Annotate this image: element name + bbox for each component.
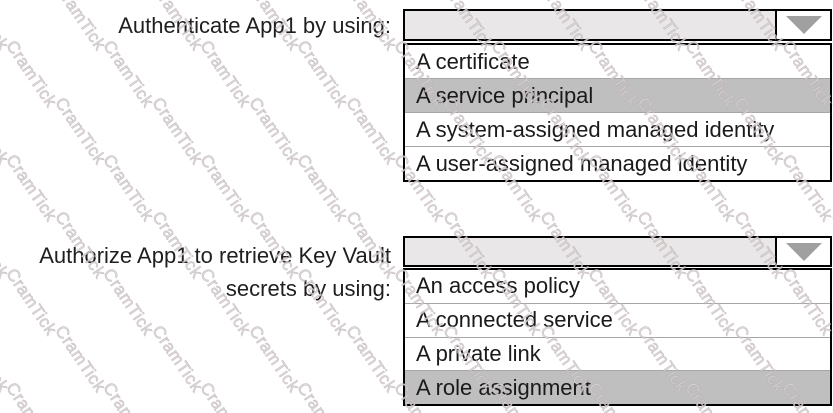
watermark-text: CramTick — [0, 322, 13, 396]
watermark-text: CramTick — [292, 379, 352, 413]
dropdown-option[interactable]: A connected service — [405, 302, 830, 337]
question-1-label-line-1: Authenticate App1 by using: — [118, 13, 391, 38]
dropdown-2-value — [405, 238, 775, 265]
question-2-label: Authorize App1 to retrieve Key Vault sec… — [0, 239, 391, 305]
watermark-text: CramTick — [245, 94, 304, 168]
watermark-text: CramTick — [2, 37, 61, 111]
dropdown-1-value — [405, 11, 775, 39]
dropdown-1-option-list: A certificate A service principal A syst… — [403, 43, 832, 182]
dropdown-option[interactable]: A role assignment — [405, 370, 830, 404]
watermark-text: CramTick — [2, 151, 61, 225]
watermark-text: CramTick — [148, 322, 207, 396]
watermark-text: CramTick — [196, 151, 255, 225]
watermark-text: CramTick — [148, 94, 207, 168]
dropdown-option[interactable]: A private link — [405, 336, 830, 371]
question-2-label-line-2: secrets by using: — [225, 276, 391, 301]
watermark-text: CramTick — [99, 37, 158, 111]
watermark-text: CramTick — [342, 94, 401, 168]
dropdown-option[interactable]: A system-assigned managed identity — [405, 112, 830, 146]
watermark-text: CramTick — [196, 37, 255, 111]
watermark-text: CramTick — [342, 322, 401, 396]
question-2-label-line-1: Authorize App1 to retrieve Key Vault — [39, 243, 391, 268]
dropdown-2-trigger[interactable] — [403, 236, 832, 267]
watermark-text: CramTick — [245, 322, 304, 396]
watermark-text: CramTick — [195, 379, 255, 413]
dropdown-option[interactable]: A certificate — [405, 45, 830, 78]
watermark-text: CramTick — [98, 379, 158, 413]
chevron-down-icon — [785, 242, 822, 261]
watermark-text: CramTick — [1, 379, 61, 413]
dropdown-2-arrow-button[interactable] — [775, 238, 830, 265]
dropdown-option[interactable]: A user-assigned managed identity — [405, 146, 830, 180]
chevron-down-icon — [785, 16, 822, 34]
dropdown-1-arrow-button[interactable] — [775, 11, 830, 39]
watermark-text: CramTick — [293, 37, 352, 111]
dropdown-1-trigger[interactable] — [403, 9, 832, 41]
watermark-text: CramTick — [0, 94, 13, 168]
watermark-text: CramTick — [51, 94, 110, 168]
question-1-label: Authenticate App1 by using: — [0, 11, 391, 41]
watermark-text: CramTick — [293, 151, 352, 225]
watermark-text: CramTick — [99, 151, 158, 225]
dropdown-2-option-list: An access policy A connected service A p… — [403, 268, 832, 406]
watermark-text: CramTick — [51, 322, 110, 396]
dropdown-option[interactable]: An access policy — [405, 270, 830, 303]
dropdown-option[interactable]: A service principal — [405, 78, 830, 112]
